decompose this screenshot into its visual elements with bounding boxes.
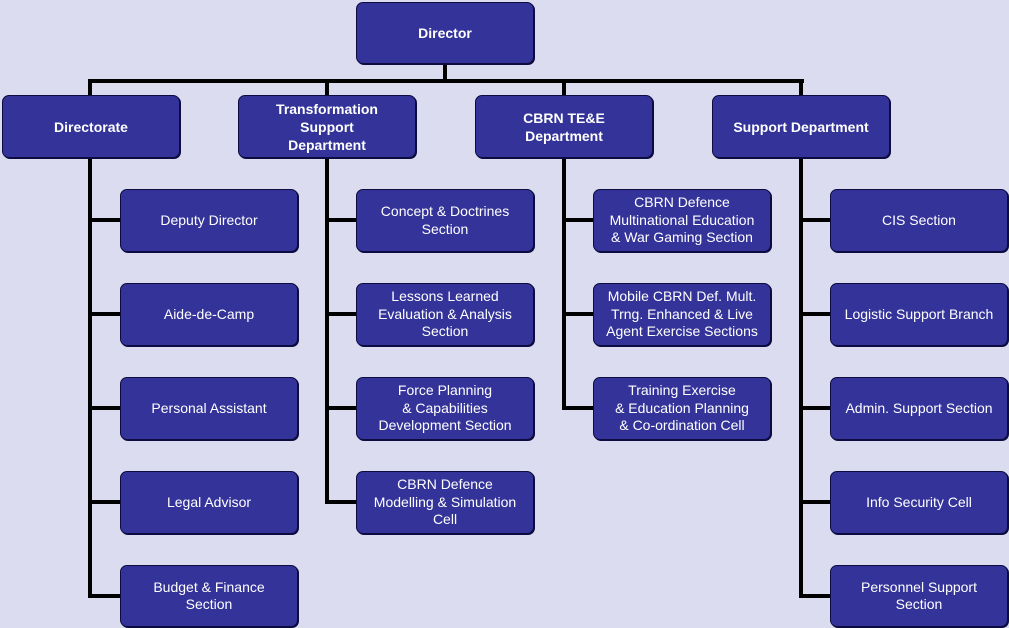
connector-branch — [799, 312, 832, 316]
connector-drop-cbrn-tee — [562, 79, 566, 96]
connector-drop-transformation — [325, 79, 329, 96]
unit-concept-doctrines: Concept & Doctrines Section — [356, 189, 534, 252]
connector-drop-support — [799, 79, 803, 96]
unit-admin-support: Admin. Support Section — [830, 377, 1008, 440]
connector-branch — [88, 406, 121, 410]
unit-budget-finance: Budget & Finance Section — [120, 565, 298, 627]
connector-branch — [88, 594, 121, 598]
unit-personal-assistant: Personal Assistant — [120, 377, 298, 440]
connector-branch — [325, 406, 358, 410]
connector-spine-cbrn-tee — [562, 157, 566, 410]
connector-spine-support — [799, 157, 803, 598]
unit-cis-section: CIS Section — [830, 189, 1008, 252]
connector-branch — [88, 500, 121, 504]
unit-multinational-education: CBRN Defence Multinational Education & W… — [593, 189, 771, 252]
unit-personnel-support: Personnel Support Section — [830, 565, 1008, 627]
unit-mobile-training: Mobile CBRN Def. Mult. Trng. Enhanced & … — [593, 283, 771, 346]
department-directorate: Directorate — [2, 95, 180, 158]
connector-branch — [562, 218, 595, 222]
director-box: Director — [356, 2, 534, 64]
connector-branch — [799, 500, 832, 504]
connector-branch — [88, 312, 121, 316]
department-support: Support Department — [712, 95, 890, 158]
unit-legal-advisor: Legal Advisor — [120, 471, 298, 534]
connector-branch — [325, 500, 358, 504]
connector-branch — [799, 594, 832, 598]
connector-branch — [562, 406, 595, 410]
unit-aide-de-camp: Aide-de-Camp — [120, 283, 298, 346]
unit-logistic-support: Logistic Support Branch — [830, 283, 1008, 346]
connector-branch — [325, 312, 358, 316]
connector-branch — [799, 406, 832, 410]
connector-spine-directorate — [88, 157, 92, 598]
department-cbrn-tee: CBRN TE&E Department — [475, 95, 653, 158]
unit-force-planning: Force Planning & Capabilities Developmen… — [356, 377, 534, 440]
connector-drop-directorate — [88, 79, 92, 96]
unit-deputy-director: Deputy Director — [120, 189, 298, 252]
connector-spine-transformation — [325, 157, 329, 504]
connector-director-stem — [443, 63, 447, 83]
unit-info-security: Info Security Cell — [830, 471, 1008, 534]
unit-lessons-learned: Lessons Learned Evaluation & Analysis Se… — [356, 283, 534, 346]
unit-modelling-simulation: CBRN Defence Modelling & Simulation Cell — [356, 471, 534, 534]
department-transformation-support: Transformation Support Department — [238, 95, 416, 158]
connector-branch — [88, 218, 121, 222]
connector-branch — [562, 312, 595, 316]
connector-branch — [799, 218, 832, 222]
connector-top-bar — [88, 79, 804, 83]
unit-training-exercise: Training Exercise & Education Planning &… — [593, 377, 771, 440]
connector-branch — [325, 218, 358, 222]
